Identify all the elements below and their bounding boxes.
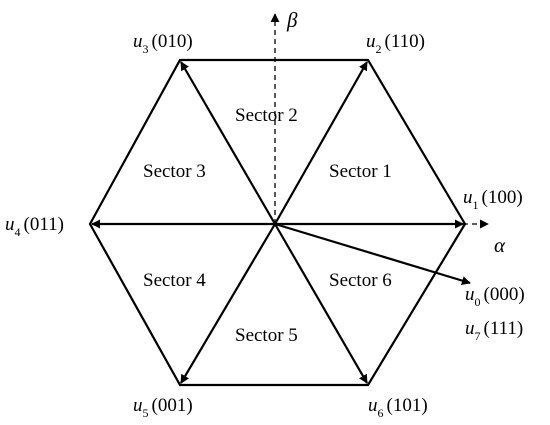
vector-u5-label: u5(001) [133,395,193,420]
beta-axis-label: β [286,8,298,32]
vector-u2-label: u2(110) [366,31,425,56]
vector-u2-arrow [274,61,368,225]
vector-u1-label: u1(100) [463,187,523,212]
sector-5-label: Sector 5 [235,325,298,346]
vector-u7-label: u7(111) [465,318,523,343]
sector-2-label: Sector 2 [235,105,298,126]
vector-u0-label: u0(000) [465,284,525,309]
vector-u5-arrow [180,223,276,384]
vector-u6-arrow [274,223,368,384]
hexagon-outline [88,58,467,387]
vector-u3-label: u3(010) [133,31,193,56]
vector-u3-arrow [180,61,276,225]
sector-6-label: Sector 6 [329,270,392,291]
sector-1-label: Sector 1 [329,161,392,182]
sector-3-label: Sector 3 [143,161,206,182]
vector-u0-u7-arrow [274,222,471,285]
sector-4-label: Sector 4 [143,270,206,291]
vector-u6-label: u6(101) [368,395,428,420]
vector-u4-label: u4(011) [5,214,64,239]
alpha-axis-label: α [494,233,506,257]
